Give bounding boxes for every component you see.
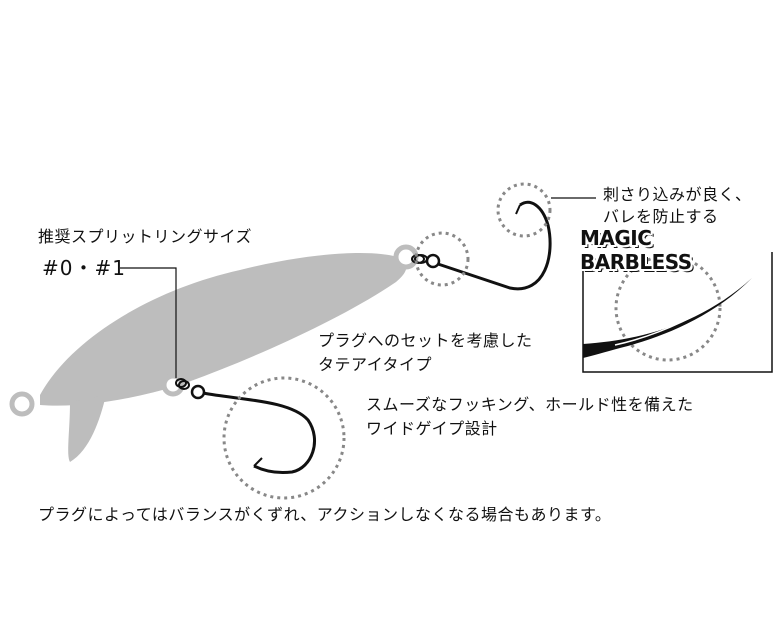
gape-highlight-circle — [222, 376, 346, 500]
lure-body — [9, 244, 419, 462]
tail-hook — [411, 200, 552, 291]
belly-hook — [175, 378, 317, 474]
wide-gape-label-line2: ワイドゲイプ設計 — [366, 419, 498, 438]
hook-point-closeup — [583, 278, 752, 358]
penetration-label-line2: バレを防止する — [603, 207, 719, 226]
magic-barbless-badge: MAGIC BARBLESS — [580, 226, 764, 274]
eye-highlight-circle — [414, 231, 470, 287]
eye-type-label-line2: タテアイタイプ — [318, 355, 433, 374]
magic-barbless-text: MAGIC BARBLESS — [580, 226, 692, 274]
penetration-label-line1: 刺さり込みが良く、 — [603, 185, 752, 204]
split-ring-size-label: 推奨スプリットリングサイズ — [38, 227, 253, 246]
split-ring-size-value: #0・#1 — [42, 256, 126, 280]
barbless-inset — [582, 252, 773, 373]
wide-gape-label-line1: スムーズなフッキング、ホールド性を備えた — [366, 395, 694, 414]
eye-type-label-line1: プラグへのセットを考慮した — [318, 331, 533, 350]
balance-footnote: プラグによってはバランスがくずれ、アクションしなくなる場合もあります。 — [38, 505, 612, 524]
point-highlight-circle — [496, 182, 552, 238]
inset-highlight-circle — [614, 254, 722, 362]
split-ring-leader-line — [120, 267, 177, 378]
